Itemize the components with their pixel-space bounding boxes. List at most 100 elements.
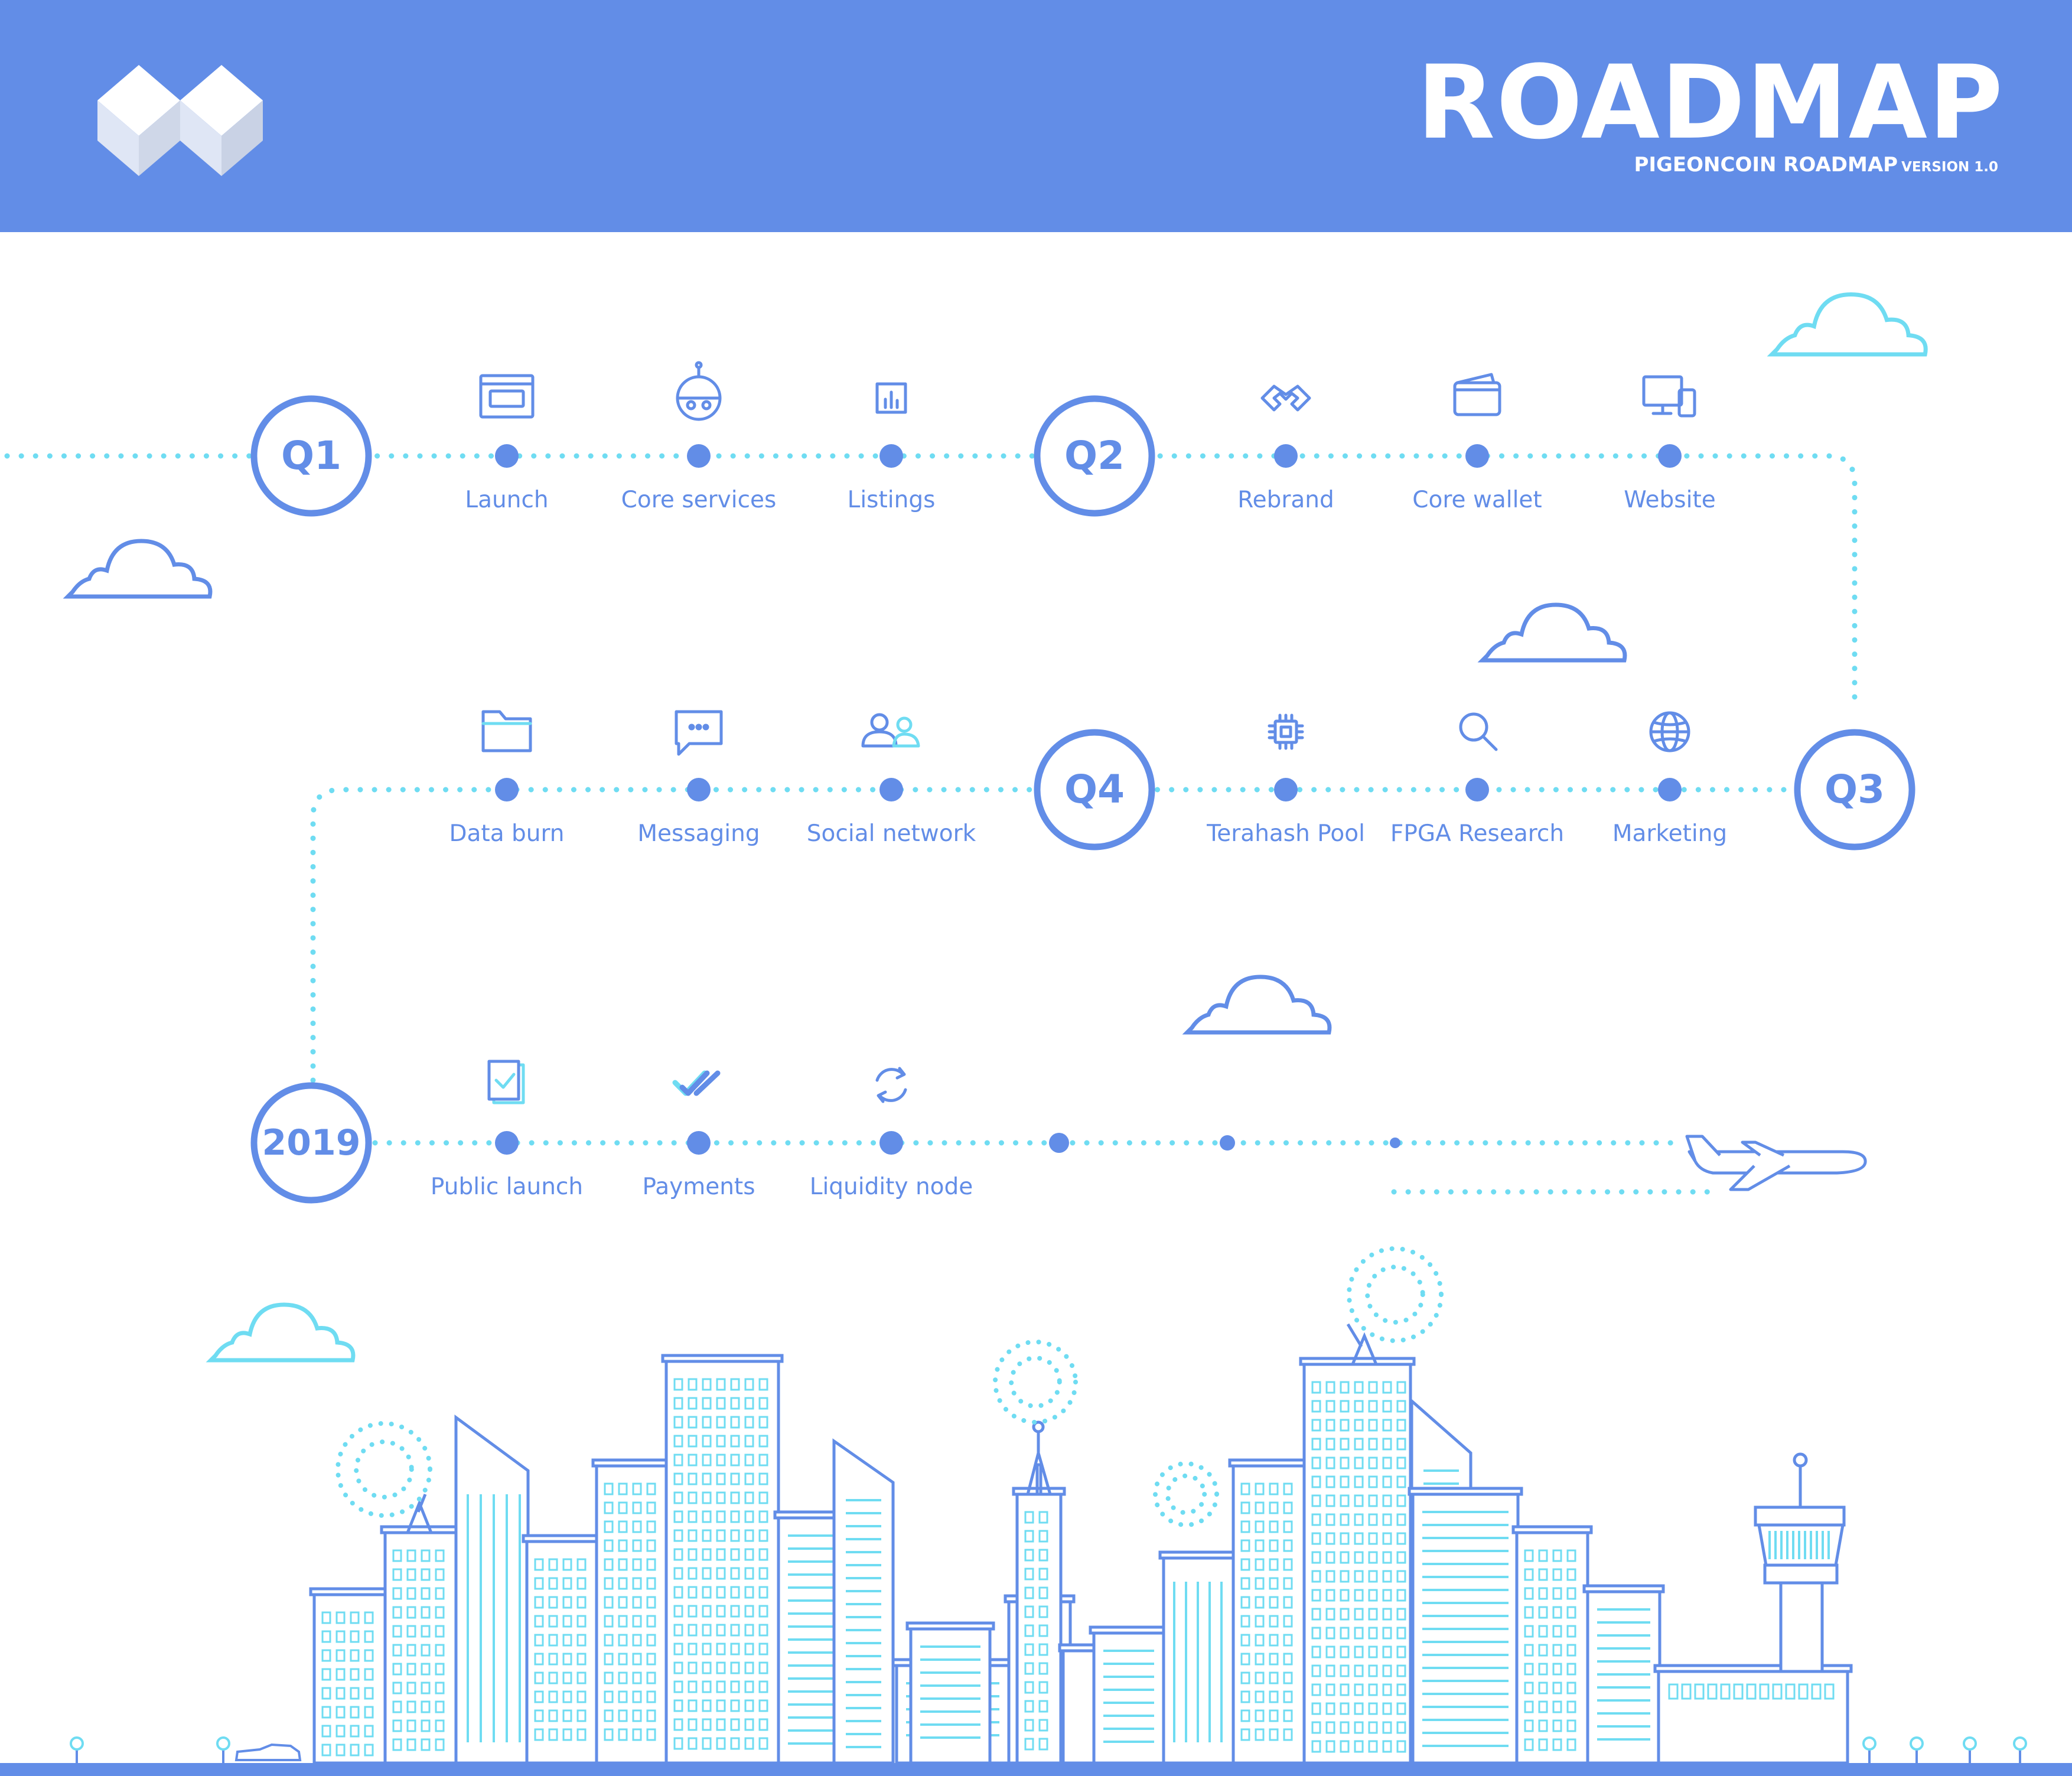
building: [1158, 1550, 1239, 1765]
pgn-window-icon: [479, 374, 535, 419]
users-icon: [861, 713, 920, 748]
document-check-icon: [487, 1060, 525, 1104]
milestone-dot: [879, 778, 903, 801]
window: [1811, 1683, 1822, 1700]
milestone-label: Listings: [847, 487, 936, 513]
building: [1089, 1625, 1169, 1765]
signal-waves: [1347, 1246, 1444, 1343]
devices-icon: [1642, 375, 1696, 418]
milestone-dot: [687, 444, 711, 468]
building: [661, 1354, 784, 1765]
milestone-dot: [1274, 444, 1298, 468]
quarter-circle-q2: [1034, 395, 1155, 517]
window: [1681, 1683, 1692, 1700]
window: [1785, 1683, 1796, 1700]
building: [1228, 1458, 1312, 1765]
window: [1668, 1683, 1679, 1700]
building: [905, 1621, 995, 1765]
cloud-icon: [206, 1302, 356, 1363]
building: [591, 1458, 676, 1765]
quarter-label-q4: Q4: [1064, 767, 1125, 812]
folder-icon: [481, 710, 532, 752]
globe-icon: [1649, 711, 1690, 752]
building: [380, 1525, 461, 1765]
window: [1694, 1683, 1705, 1700]
window: [1733, 1683, 1744, 1700]
building: [454, 1415, 530, 1765]
signal-waves: [335, 1421, 432, 1518]
airplane-icon: [1685, 1135, 1867, 1191]
milestone-label: Core services: [621, 487, 777, 513]
chip-icon: [1268, 713, 1304, 750]
milestone-dot: [879, 444, 903, 468]
quarter-label-q1: Q1: [281, 433, 342, 478]
window: [1798, 1683, 1809, 1700]
milestone-label: Social network: [806, 820, 976, 847]
milestone-label: Marketing: [1612, 820, 1728, 847]
robot-icon: [676, 361, 722, 421]
timeline-row-1: [4, 453, 1858, 709]
milestone-dot: [495, 778, 519, 801]
page-title: ROADMAP: [1416, 43, 2004, 162]
tree-icon: [1862, 1736, 1876, 1763]
future-dot: [1390, 1138, 1400, 1148]
wallet-icon: [1453, 373, 1501, 416]
ground-line: [0, 1763, 2072, 1776]
building: [1653, 1664, 1853, 1765]
version-label: VERSION 1.0: [1901, 159, 1998, 175]
car-icon: [234, 1743, 302, 1761]
milestone-label: Rebrand: [1237, 487, 1334, 513]
decorations: [63, 292, 1928, 1363]
milestone-dot: [1658, 778, 1682, 801]
dish-icon: [1346, 1323, 1378, 1365]
window: [1707, 1683, 1718, 1700]
milestone-dot: [1465, 444, 1489, 468]
magnifier-icon: [1459, 712, 1498, 751]
milestone-label: Core wallet: [1412, 487, 1542, 513]
milestone-label: Terahash Pool: [1207, 820, 1365, 847]
quarter-label-2019: 2019: [262, 1122, 361, 1164]
cloud-icon: [1182, 975, 1332, 1035]
future-dot: [1049, 1133, 1069, 1153]
milestone-label: Messaging: [637, 820, 760, 847]
window: [1746, 1683, 1757, 1700]
refresh-icon: [875, 1067, 907, 1103]
window: [1772, 1683, 1783, 1700]
tree-icon: [70, 1736, 84, 1763]
milestone-label: FPGA Research: [1390, 820, 1565, 847]
milestone-dot: [1658, 444, 1682, 468]
quarter-label-q3: Q3: [1824, 767, 1885, 812]
quarter-circle-q4: [1034, 729, 1155, 850]
tree-icon: [1910, 1736, 1924, 1763]
milestone-icons: [479, 361, 1696, 1104]
future-dot: [1220, 1135, 1235, 1151]
milestone-dot: [1274, 778, 1298, 801]
building: [309, 1587, 390, 1765]
cloud-icon: [1477, 602, 1627, 663]
dish-icon: [406, 1494, 433, 1533]
signal-waves: [1153, 1461, 1219, 1527]
tree-icon: [1963, 1736, 1977, 1763]
window: [1824, 1683, 1835, 1700]
window: [1759, 1683, 1770, 1700]
building: [1511, 1525, 1593, 1765]
cloud-icon: [1767, 292, 1928, 357]
tree-icon: [2013, 1736, 2027, 1763]
tree-icon: [216, 1736, 230, 1763]
chat-bubble-icon: [675, 710, 723, 756]
milestone-dot: [495, 1131, 519, 1155]
building: [1058, 1643, 1099, 1765]
quarter-circle-q3: [1794, 729, 1915, 850]
building: [1012, 1487, 1066, 1765]
building: [1299, 1357, 1416, 1765]
milestone-label: Payments: [642, 1174, 755, 1200]
double-check-icon: [672, 1070, 721, 1096]
quarter-circle-2019: [250, 1082, 372, 1204]
timeline-paths: [4, 453, 1858, 1195]
milestone-label: Launch: [465, 487, 549, 513]
milestone-dot: [879, 1131, 903, 1155]
antenna-tower: [1026, 1420, 1052, 1495]
